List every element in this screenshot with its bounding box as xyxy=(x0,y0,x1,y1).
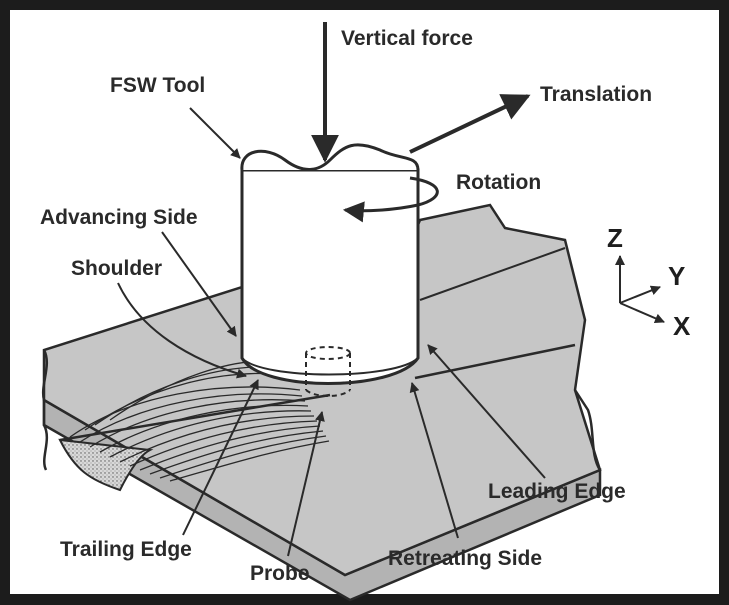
leader-retreating-side xyxy=(409,382,459,539)
label-leading-edge: Leading Edge xyxy=(488,480,626,503)
translation-arrow xyxy=(409,94,531,154)
probe-hidden xyxy=(305,346,351,397)
workpiece-plate xyxy=(41,203,602,602)
y-axis-arrow xyxy=(619,285,661,304)
plate-right-edge xyxy=(573,389,602,471)
leader-leading-edge xyxy=(427,344,546,479)
label-translation: Translation xyxy=(540,83,652,106)
axis-indicator xyxy=(615,255,665,324)
tool-body xyxy=(240,168,420,385)
label-advancing-side: Advancing Side xyxy=(40,206,198,229)
label-retreating-side: Retreating Side xyxy=(388,547,542,570)
label-fsw-tool: FSW Tool xyxy=(110,74,205,97)
fsw-tool xyxy=(240,143,420,397)
leader-shoulder xyxy=(117,282,247,379)
weld-nugget-section xyxy=(58,438,154,492)
x-axis-arrow xyxy=(619,302,665,324)
joint-back-line xyxy=(419,247,566,301)
leader-lines xyxy=(117,107,546,557)
leader-trailing-edge xyxy=(182,379,259,536)
label-axis-x: X xyxy=(673,311,691,341)
label-rotation: Rotation xyxy=(456,171,541,194)
label-axis-y: Y xyxy=(668,261,685,291)
leader-advancing-side xyxy=(161,231,237,337)
leader-fsw-tool xyxy=(189,107,241,159)
tool-shoulder-edge xyxy=(241,357,419,376)
label-trailing-edge: Trailing Edge xyxy=(60,538,192,561)
label-shoulder: Shoulder xyxy=(71,257,162,280)
rotation-arrow xyxy=(342,176,439,223)
leader-probe xyxy=(287,411,325,557)
plate-left-edge xyxy=(41,349,49,471)
joint-line xyxy=(59,343,576,442)
label-axis-z: Z xyxy=(607,223,623,253)
label-probe: Probe xyxy=(250,562,310,585)
label-vertical-force: Vertical force xyxy=(341,27,473,50)
